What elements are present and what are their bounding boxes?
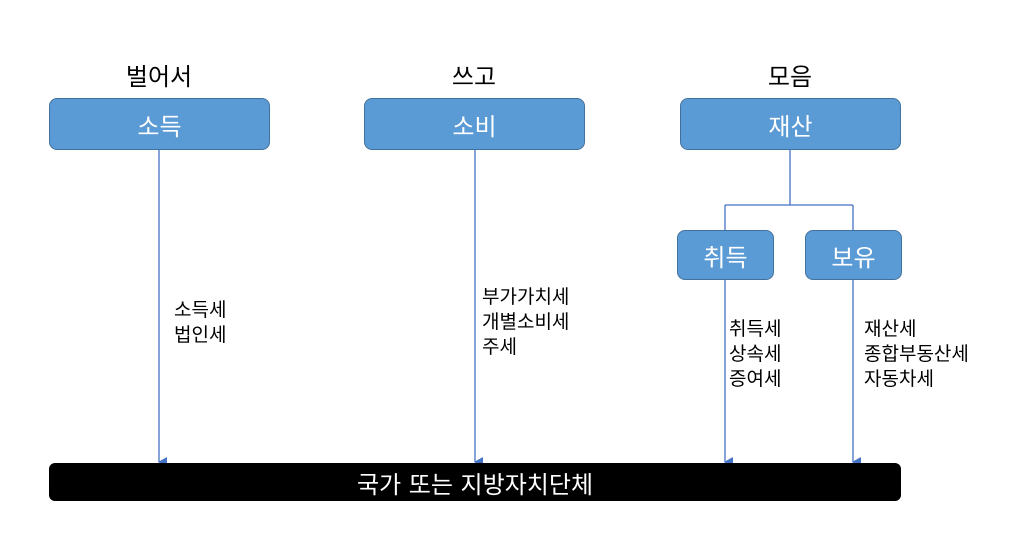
tax-item: 상속세	[729, 343, 782, 365]
tax-item: 증여세	[729, 368, 782, 390]
tax-item: 재산세	[864, 318, 917, 340]
target-government-bar: 국가 또는 지방자치단체	[49, 463, 901, 501]
tax-list-income: 소득세 법인세	[174, 298, 226, 348]
tax-item: 취득세	[729, 318, 782, 340]
box-property: 재산	[680, 98, 901, 150]
box-acquisition: 취득	[677, 230, 774, 280]
heading-spend: 쓰고	[451, 63, 497, 91]
tax-item: 주세	[482, 336, 517, 358]
tax-item: 자동차세	[864, 368, 934, 390]
box-holding: 보유	[805, 230, 902, 280]
tax-list-acquisition: 취득세 상속세 증여세	[729, 317, 781, 392]
box-income: 소득	[49, 98, 270, 150]
box-consumption: 소비	[364, 98, 585, 150]
tax-item: 소득세	[174, 299, 227, 321]
heading-earn: 벌어서	[125, 63, 193, 91]
tax-list-holding: 재산세 종합부동산세 자동차세	[864, 317, 969, 392]
tax-item: 부가가치세	[482, 286, 570, 308]
tax-item: 종합부동산세	[864, 343, 969, 365]
tax-item: 법인세	[174, 324, 227, 346]
tax-item: 개별소비세	[482, 311, 570, 333]
heading-save: 모음	[767, 63, 813, 91]
tax-list-consumption: 부가가치세 개별소비세 주세	[482, 285, 569, 360]
